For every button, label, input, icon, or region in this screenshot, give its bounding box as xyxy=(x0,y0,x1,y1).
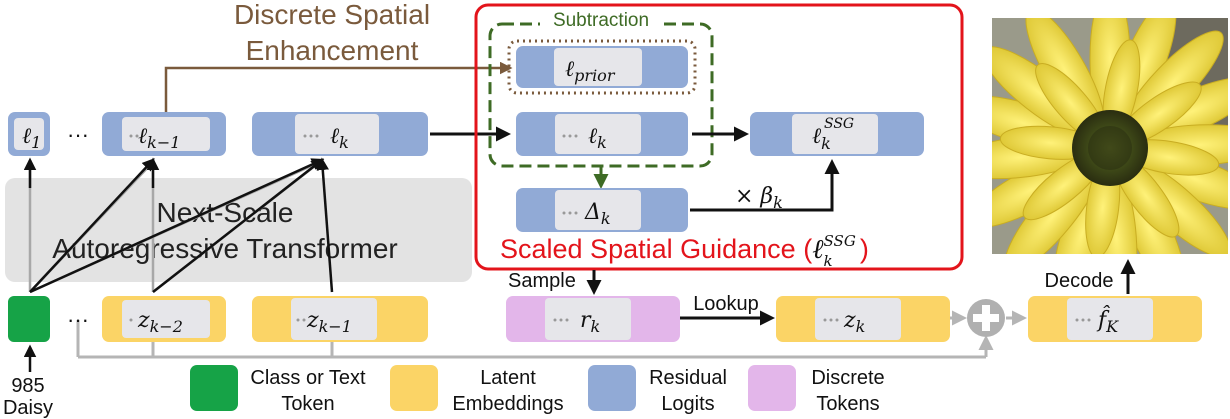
logit-token-lprior: ℓprior xyxy=(516,46,688,88)
logit-token-lk: ℓk xyxy=(252,112,428,156)
class-id: 985 xyxy=(11,375,44,397)
transformer-title-line1: Next-Scale xyxy=(157,197,294,228)
svg-text:Token: Token xyxy=(281,393,334,415)
lookup-label: Lookup xyxy=(693,293,759,315)
legend-item-latent: Latent Embeddings xyxy=(390,365,564,415)
latent-token-zk-2: zk−2 xyxy=(102,296,226,342)
daisy-image xyxy=(992,18,1228,254)
inner-dots xyxy=(129,134,1091,322)
discrete-label-line2: Enhancement xyxy=(246,35,419,66)
ssg-title: Scaled Spatial Guidance (ℓkSSG) xyxy=(500,232,869,270)
class-name: Daisy xyxy=(3,397,53,419)
svg-text:SSG: SSG xyxy=(824,116,854,132)
legend: Class or Text Token Latent Embeddings Re… xyxy=(190,365,885,415)
logit-token-delta: Δk xyxy=(516,188,688,232)
svg-text:rk: rk xyxy=(580,308,600,336)
svg-text:ℓprior: ℓprior xyxy=(565,57,616,85)
logit-token-lssg: ℓk SSG xyxy=(750,112,924,156)
svg-text:ℓk: ℓk xyxy=(588,124,607,152)
svg-text:Discrete: Discrete xyxy=(811,367,884,389)
latent-token-zk-1: zk−1 xyxy=(252,296,428,342)
legend-item-discrete: Discrete Tokens xyxy=(748,365,885,415)
ellipsis-top: ··· xyxy=(67,122,89,147)
svg-text:zk: zk xyxy=(843,308,865,336)
svg-text:Latent: Latent xyxy=(480,367,536,389)
decode-label: Decode xyxy=(1045,270,1114,292)
prior-dotted-border xyxy=(507,39,697,95)
svg-text:Tokens: Tokens xyxy=(816,393,879,415)
svg-text:ℓ1: ℓ1 xyxy=(22,124,41,152)
svg-text:Embeddings: Embeddings xyxy=(452,393,563,415)
transformer-arrows xyxy=(23,157,334,372)
legend-item-residual: Residual Logits xyxy=(588,365,727,415)
svg-text:zk−2: zk−2 xyxy=(137,308,183,336)
subtraction-label: Subtraction xyxy=(553,10,649,31)
svg-text:ℓk: ℓk xyxy=(330,124,349,152)
transformer-box xyxy=(5,178,472,282)
logit-token-lk-inner: ℓk xyxy=(516,112,688,156)
ellipsis-bottom: ··· xyxy=(67,307,89,332)
logit-token-l1: ℓ1 xyxy=(8,112,50,156)
latent-token-fk: f̂K xyxy=(1028,296,1202,342)
beta-arrow xyxy=(690,159,840,212)
latent-token-zk: zk xyxy=(776,296,950,342)
discrete-token-rk: rk xyxy=(506,296,680,342)
svg-text:Residual: Residual xyxy=(649,367,727,389)
sample-label: Sample xyxy=(508,270,576,292)
legend-item-class-token: Class or Text Token xyxy=(190,365,366,415)
sum-plus-icon xyxy=(967,299,1005,337)
svg-text:ℓk: ℓk xyxy=(812,124,831,153)
svg-text:Logits: Logits xyxy=(661,393,714,415)
transformer-title-line2: Autoregressive Transformer xyxy=(52,233,397,264)
logit-token-lk-1: ℓk−1 xyxy=(102,112,226,156)
discrete-label-line1: Discrete Spatial xyxy=(234,0,430,30)
discrete-arrow xyxy=(164,61,513,112)
beta-label: × βk xyxy=(735,184,783,212)
class-token xyxy=(8,296,50,342)
svg-text:Class or Text: Class or Text xyxy=(250,367,366,389)
svg-text:ℓk−1: ℓk−1 xyxy=(138,124,180,152)
svg-text:Δk: Δk xyxy=(584,200,611,228)
svg-text:zk−1: zk−1 xyxy=(306,308,352,336)
ssg-box xyxy=(474,3,964,271)
